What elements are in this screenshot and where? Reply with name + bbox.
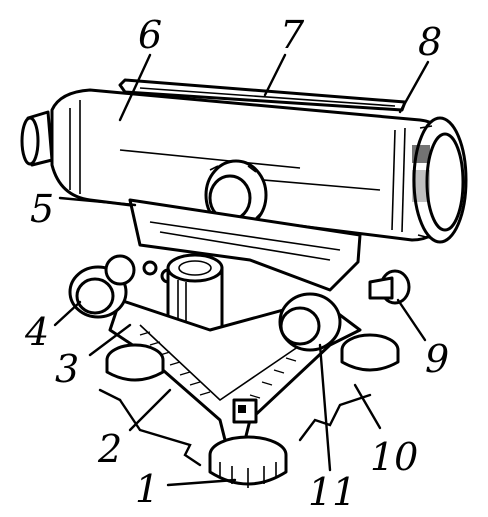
leader-5 <box>58 196 137 207</box>
label-8: 8 <box>418 20 442 64</box>
label-5: 5 <box>30 187 54 231</box>
leader-lines <box>53 53 430 487</box>
leader-10 <box>353 383 382 430</box>
label-9: 9 <box>425 337 449 381</box>
objective-lens <box>425 132 465 232</box>
leader-9 <box>396 298 427 342</box>
leader-1 <box>166 478 237 487</box>
foot-screws <box>105 333 400 488</box>
clamp-screw <box>368 269 411 305</box>
leader-7 <box>263 53 287 97</box>
telescope <box>20 78 468 244</box>
leader-8 <box>398 60 430 114</box>
leader-4 <box>53 300 82 327</box>
elevation-screw <box>68 254 136 319</box>
label-7: 7 <box>280 13 305 57</box>
base-plate <box>98 388 372 467</box>
leader-3 <box>88 323 132 357</box>
label-6: 6 <box>138 13 162 57</box>
leader-11 <box>318 343 332 472</box>
tangent-screw <box>278 292 342 352</box>
labels: 1 2 3 4 5 6 7 8 9 10 11 <box>24 13 449 514</box>
label-11: 11 <box>308 470 356 514</box>
label-3: 3 <box>55 347 79 391</box>
label-1: 1 <box>135 467 159 511</box>
leader-6 <box>118 53 152 122</box>
upper-support <box>128 198 362 292</box>
label-4: 4 <box>24 310 49 354</box>
label-2: 2 <box>97 427 122 471</box>
eyepiece-end <box>20 116 40 166</box>
label-10: 10 <box>370 435 418 479</box>
leader-2 <box>128 388 172 432</box>
